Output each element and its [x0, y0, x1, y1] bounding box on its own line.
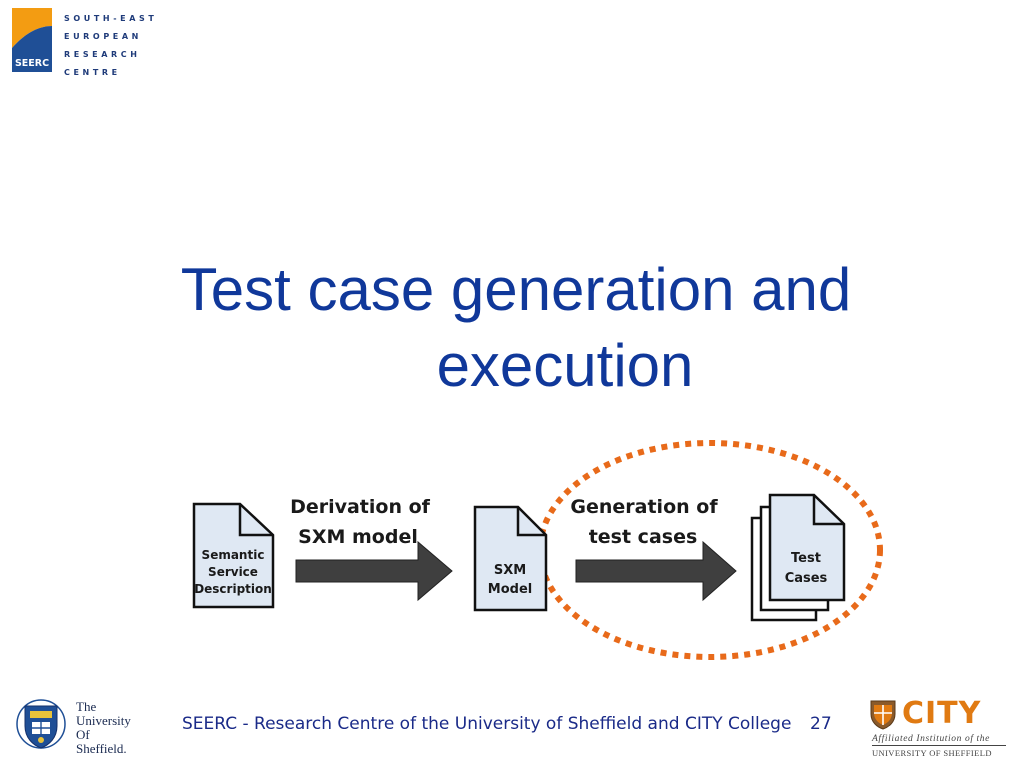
arrow-2-label: test cases	[589, 526, 698, 548]
arrow-2-label: Generation of	[570, 496, 718, 518]
university-line: Of	[76, 727, 90, 742]
document-label: Cases	[785, 571, 828, 586]
document-label: SXM	[494, 563, 526, 578]
document-icon	[192, 502, 275, 609]
seerc-org-name: SOUTH-EAST EUROPEAN RESEARCH CENTRE	[64, 10, 157, 82]
university-of-sheffield-crest	[16, 699, 66, 749]
city-affiliation-text: Affiliated Institution of the	[872, 734, 990, 744]
document-stack-test-cases: Test Cases	[750, 493, 846, 622]
document-sxm-model: SXM Model	[473, 505, 548, 612]
highlight-ellipse	[537, 440, 883, 660]
seerc-org-line: CENTRE	[64, 68, 121, 77]
document-label: Model	[488, 582, 532, 597]
document-icon	[473, 505, 548, 612]
slide-title-line-1: Test case generation and	[180, 256, 852, 323]
university-line: University	[76, 713, 131, 728]
slide-title-line-2: execution	[436, 332, 694, 399]
city-divider	[872, 745, 1006, 746]
seerc-logo-text: SEERC	[15, 58, 49, 69]
seerc-org-line: SOUTH-EAST	[64, 14, 158, 23]
arrow-1-label: SXM model	[298, 526, 418, 548]
university-line: Sheffield.	[76, 741, 127, 756]
city-college-wordmark: CITY	[902, 696, 982, 731]
city-shield-icon	[870, 700, 896, 730]
seerc-org-line: RESEARCH	[64, 50, 141, 59]
page-number: 27	[810, 714, 832, 734]
university-of-sheffield-name: The University Of Sheffield.	[76, 700, 131, 756]
document-label: Test	[791, 551, 821, 566]
document-icon	[768, 493, 846, 602]
document-semantic-service-description: Semantic Service Description	[192, 502, 275, 609]
footer-caption: SEERC - Research Centre of the Universit…	[182, 714, 792, 734]
seerc-logo: SEERC	[12, 8, 52, 72]
seerc-logo-blue-shape	[12, 26, 52, 72]
document-label: Description	[194, 582, 272, 596]
arrow-2	[575, 540, 737, 602]
arrow-1	[295, 540, 453, 602]
seerc-org-line: EUROPEAN	[64, 32, 142, 41]
document-label: Service	[208, 565, 258, 579]
process-diagram: Derivation of SXM model Generation of te…	[192, 440, 883, 660]
city-university-text: UNIVERSITY OF SHEFFIELD	[872, 748, 992, 758]
arrow-1-label: Derivation of	[290, 496, 431, 518]
seerc-logo-orange-shape	[12, 8, 52, 48]
university-line: The	[76, 699, 97, 714]
document-label: Semantic	[202, 548, 265, 562]
slide-title: Test case generation and execution	[0, 252, 1024, 404]
